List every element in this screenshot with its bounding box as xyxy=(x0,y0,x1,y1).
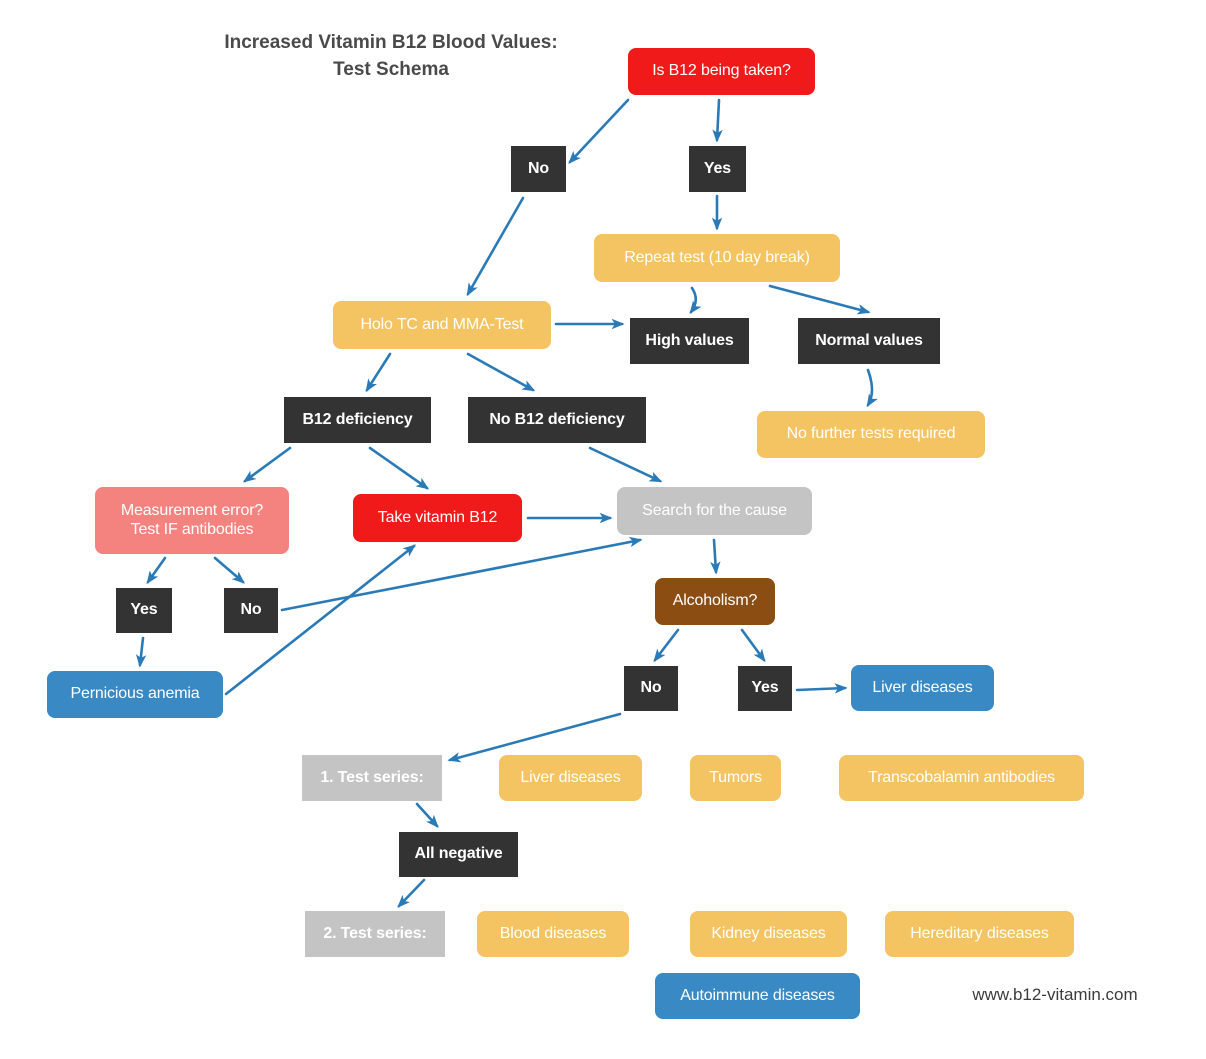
node-normal_values[interactable]: Normal values xyxy=(798,318,940,364)
edge-repeat_test-to-normal_values xyxy=(768,284,871,315)
node-measurement_error[interactable]: Measurement error? Test IF antibodies xyxy=(95,487,289,554)
edge-no_3-to-test_series_1 xyxy=(447,712,622,763)
edge-search_cause-to-alcoholism xyxy=(710,538,721,575)
page-title: Increased Vitamin B12 Blood Values: Test… xyxy=(224,32,558,80)
edge-alcoholism-to-yes_3 xyxy=(740,628,766,663)
edge-all_negative-to-test_series_2 xyxy=(397,878,426,908)
node-transcobalamin_antibodies[interactable]: Transcobalamin antibodies xyxy=(839,755,1084,801)
node-liver_diseases_2[interactable]: Liver diseases xyxy=(499,755,642,801)
node-hereditary_diseases[interactable]: Hereditary diseases xyxy=(885,911,1074,957)
edge-is_b12_taken-to-yes_1 xyxy=(712,98,723,143)
node-tumors[interactable]: Tumors xyxy=(690,755,781,801)
node-blood_diseases[interactable]: Blood diseases xyxy=(477,911,629,957)
edge-no_b12_deficiency-to-search_cause xyxy=(588,446,663,483)
node-take_vitamin_b12[interactable]: Take vitamin B12 xyxy=(353,494,522,542)
edge-test_series_1-to-all_negative xyxy=(415,802,439,828)
node-high_values[interactable]: High values xyxy=(630,318,749,364)
edge-alcoholism-to-no_3 xyxy=(653,628,680,663)
node-autoimmune_diseases[interactable]: Autoimmune diseases xyxy=(655,973,860,1019)
edge-yes_2-to-pernicious_anemia xyxy=(135,636,147,668)
edge-b12_deficiency-to-measurement_error xyxy=(242,446,292,483)
node-all_negative[interactable]: All negative xyxy=(399,832,518,877)
node-no_b12_deficiency[interactable]: No B12 deficiency xyxy=(468,397,646,443)
node-yes_3[interactable]: Yes xyxy=(738,666,792,711)
edge-b12_deficiency-to-take_vitamin_b12 xyxy=(368,446,430,490)
edge-measurement_error-to-no_2 xyxy=(213,556,245,584)
edge-yes_3-to-liver_diseases_1 xyxy=(795,683,848,694)
edge-repeat_test-to-high_values xyxy=(689,286,702,315)
node-no_1[interactable]: No xyxy=(511,146,566,192)
node-no_3[interactable]: No xyxy=(624,666,678,711)
node-yes_2[interactable]: Yes xyxy=(116,588,172,633)
edge-normal_values-to-no_further_tests xyxy=(866,368,878,408)
node-test_series_2[interactable]: 2. Test series: xyxy=(305,911,445,957)
node-search_cause[interactable]: Search for the cause xyxy=(617,487,812,535)
watermark-url: www.b12-vitamin.com xyxy=(972,985,1138,1004)
node-yes_1[interactable]: Yes xyxy=(689,146,746,192)
node-pernicious_anemia[interactable]: Pernicious anemia xyxy=(47,671,223,718)
node-alcoholism[interactable]: Alcoholism? xyxy=(655,578,775,625)
node-b12_deficiency[interactable]: B12 deficiency xyxy=(284,397,431,443)
edge-no_1-to-holo_tc_mma xyxy=(466,196,525,297)
edge-holo_tc_mma-to-b12_deficiency xyxy=(365,352,392,393)
node-kidney_diseases[interactable]: Kidney diseases xyxy=(690,911,847,957)
node-no_2[interactable]: No xyxy=(224,588,278,633)
node-no_further_tests[interactable]: No further tests required xyxy=(757,411,985,458)
node-test_series_1[interactable]: 1. Test series: xyxy=(302,755,442,801)
node-repeat_test[interactable]: Repeat test (10 day break) xyxy=(594,234,840,282)
edge-holo_tc_mma-to-no_b12_deficiency xyxy=(466,352,536,392)
node-is_b12_taken[interactable]: Is B12 being taken? xyxy=(628,48,815,95)
node-holo_tc_mma[interactable]: Holo TC and MMA-Test xyxy=(333,301,551,349)
edge-no_2-to-search_cause xyxy=(280,536,643,612)
node-liver_diseases_1[interactable]: Liver diseases xyxy=(851,665,994,711)
edge-is_b12_taken-to-no_1 xyxy=(568,98,630,164)
edge-measurement_error-to-yes_2 xyxy=(146,556,167,585)
